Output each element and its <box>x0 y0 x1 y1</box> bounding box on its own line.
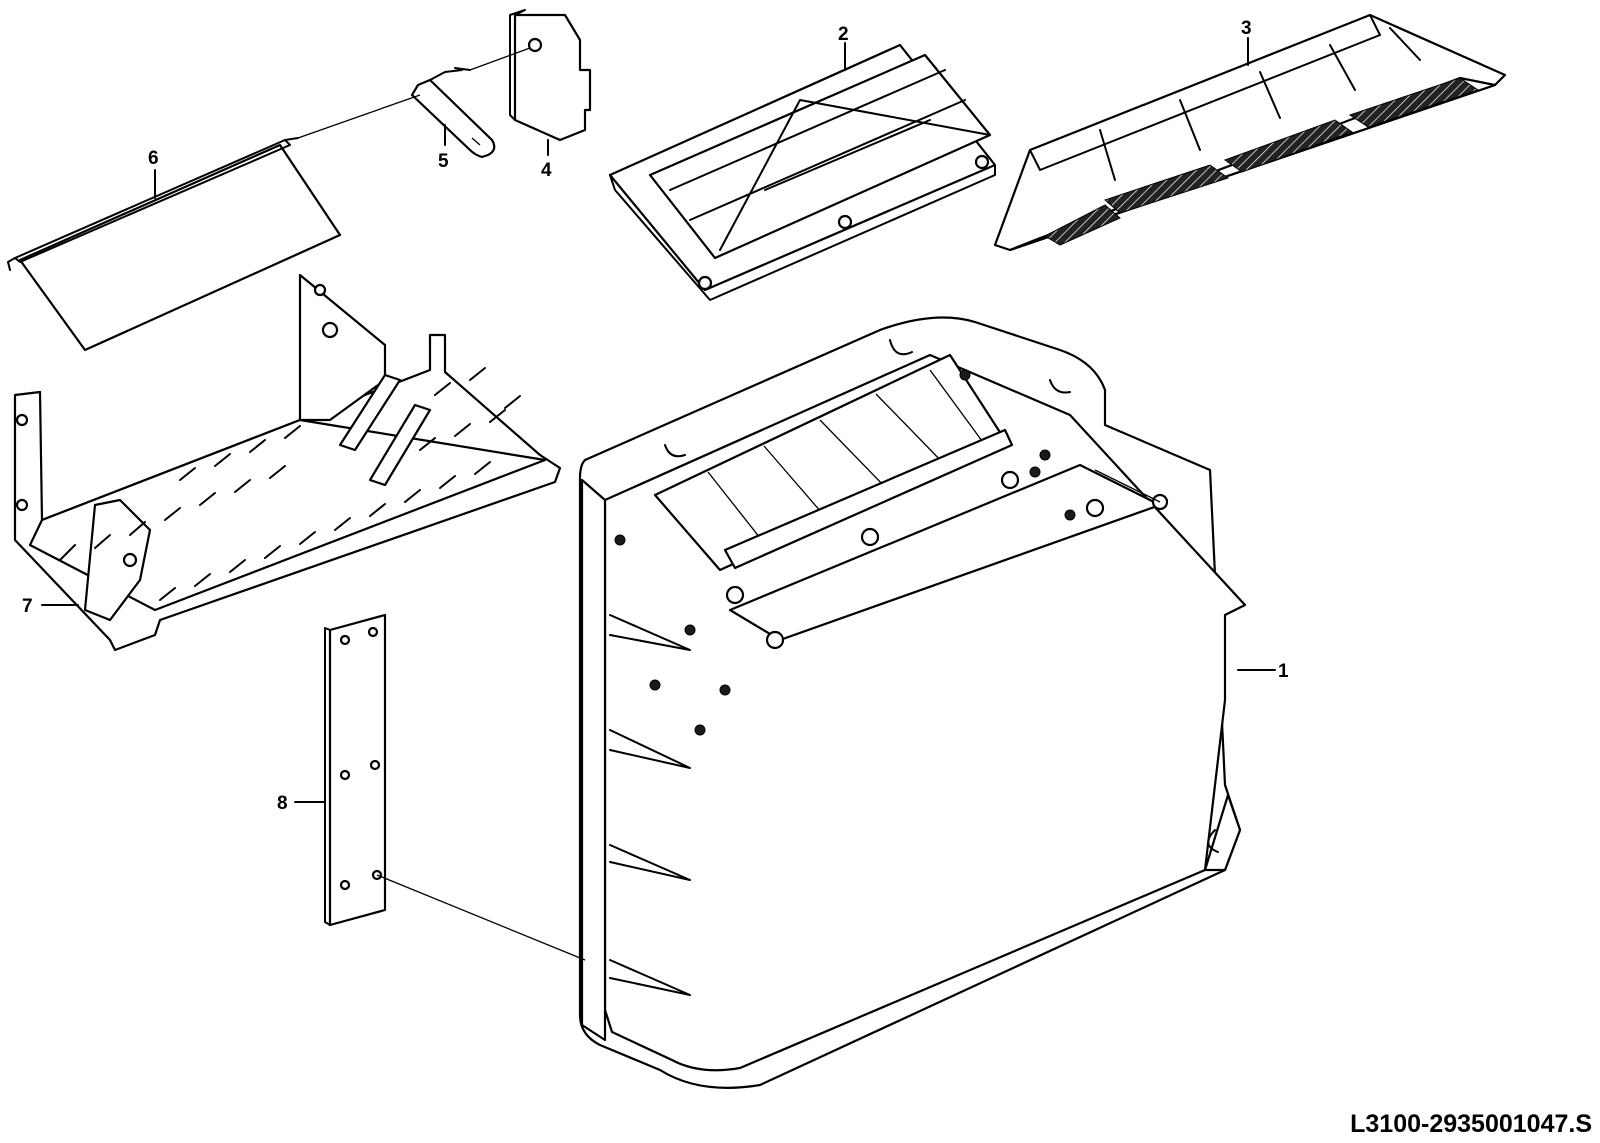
assembly-lines <box>297 47 1161 961</box>
part-3-air-duct-grille <box>993 13 1507 252</box>
drawing-id: L3100-2935001047.S <box>1350 1110 1592 1138</box>
callout-label: 5 <box>438 151 449 172</box>
callout-8: 8 <box>277 793 326 814</box>
part-6-flap-plate <box>7 137 342 352</box>
part-2-filter-grille <box>608 43 997 301</box>
callout-3: 3 <box>1241 18 1252 66</box>
callout-4: 4 <box>541 139 552 181</box>
callout-6: 6 <box>148 148 159 199</box>
part-8-support-strip <box>324 613 387 927</box>
callout-label: 3 <box>1241 18 1252 39</box>
part-5-lever-arm <box>410 67 496 159</box>
callout-label: 1 <box>1278 661 1289 682</box>
callout-5: 5 <box>438 124 449 172</box>
part-7-tray-frame <box>13 273 562 652</box>
callout-7: 7 <box>22 596 79 617</box>
part-1-main-housing <box>578 316 1247 1089</box>
callout-label: 6 <box>148 148 159 169</box>
callout-2: 2 <box>838 24 849 71</box>
callout-label: 7 <box>22 596 33 617</box>
callout-label: 4 <box>541 160 552 181</box>
callout-label: 2 <box>838 24 849 45</box>
part-4-mounting-bracket <box>509 9 592 142</box>
callout-1: 1 <box>1237 661 1289 682</box>
callout-label: 8 <box>277 793 288 814</box>
